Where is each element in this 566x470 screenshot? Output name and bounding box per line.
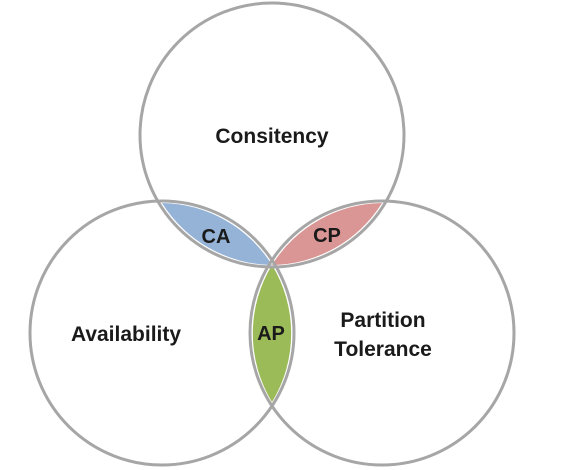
- ca-label: CA: [202, 226, 231, 248]
- consistency-circle: [138, 1, 406, 269]
- partition-label-line1: Partition: [340, 309, 425, 332]
- cp-label: CP: [313, 225, 341, 247]
- cp-intersection-region: [272, 203, 382, 265]
- consistency-label: Consitency: [215, 125, 329, 148]
- partition-tolerance-circle: [248, 199, 516, 467]
- ap-label: AP: [257, 323, 285, 345]
- availability-circle: [28, 199, 296, 467]
- availability-label: Availability: [71, 323, 181, 346]
- partition-label-line2: Tolerance: [334, 338, 432, 361]
- ca-intersection-region: [162, 203, 272, 265]
- ap-intersection-region: [252, 265, 292, 402]
